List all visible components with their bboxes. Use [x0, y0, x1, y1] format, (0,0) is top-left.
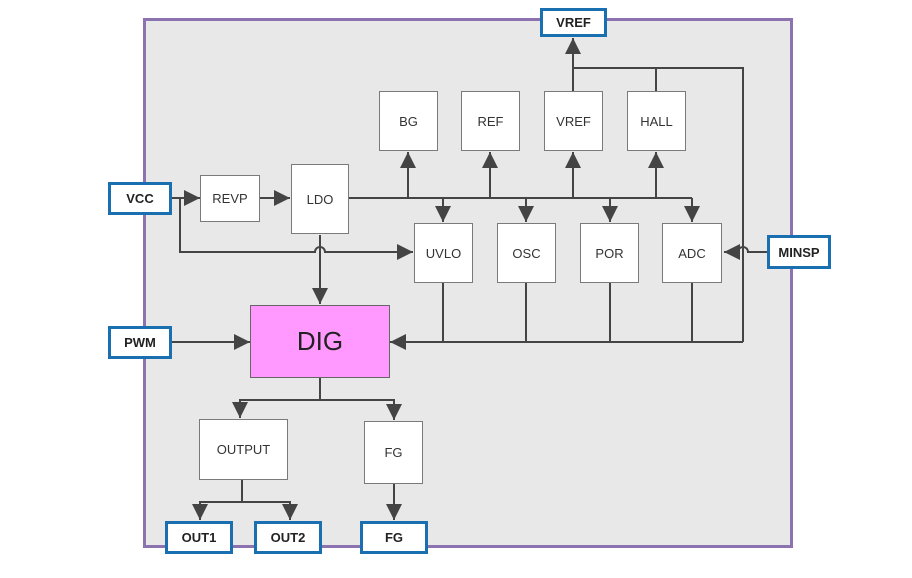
wire-dig-split [232, 378, 321, 418]
wire-minsp-adc [724, 244, 768, 260]
revp-block: REVP [200, 175, 260, 222]
uvlo-block: UVLO [414, 223, 473, 283]
vcc-pin: VCC [108, 182, 172, 215]
out2-pin: OUT2 [254, 521, 322, 554]
dig-block: DIG [250, 305, 390, 378]
wire-output-split [192, 480, 243, 520]
ldo-block: LDO [291, 164, 349, 234]
pwm-pin: PWM [108, 326, 172, 359]
minsp-pin: MINSP [767, 235, 831, 269]
adc-block: ADC [662, 223, 722, 283]
wire-top-loop [573, 67, 744, 342]
vref-block: VREF [544, 91, 603, 151]
vref-pin: VREF [540, 8, 607, 37]
fg-block: FG [364, 421, 423, 484]
wire-output-out2 [242, 501, 298, 520]
out1-pin: OUT1 [165, 521, 233, 554]
wire-dig-fg [320, 399, 402, 420]
por-block: POR [580, 223, 639, 283]
output-block: OUTPUT [199, 419, 288, 480]
fg-pin: FG [360, 521, 428, 554]
bg-block: BG [379, 91, 438, 151]
ref-block: REF [461, 91, 520, 151]
hall-block: HALL [627, 91, 686, 151]
osc-block: OSC [497, 223, 556, 283]
